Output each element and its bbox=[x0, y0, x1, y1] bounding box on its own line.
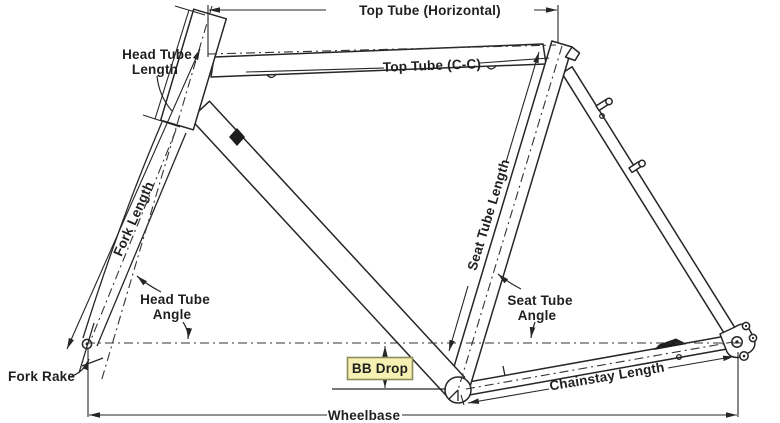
centerlines bbox=[78, 5, 744, 391]
seat-tube-centerline bbox=[457, 45, 563, 391]
seat-stay bbox=[561, 66, 739, 340]
wheelbase-label: Wheelbase bbox=[328, 408, 401, 423]
downtube-logo-icon bbox=[229, 128, 245, 146]
brake-boss-icon bbox=[628, 159, 646, 174]
rake-offset-line bbox=[78, 322, 95, 374]
head-tube-angle-label-line1: Head Tube bbox=[140, 292, 210, 307]
dimension-lines bbox=[66, 5, 739, 418]
fork-rake-label: Fork Rake bbox=[8, 369, 75, 384]
top-tube-cc-label: Top Tube (C-C) bbox=[383, 56, 482, 74]
chainstay-bolt-icon bbox=[675, 353, 683, 361]
brake-boss-icon bbox=[595, 97, 613, 119]
fork bbox=[81, 121, 187, 350]
bb-drop-label: BB Drop bbox=[352, 361, 408, 376]
chainstay-stop-icon bbox=[502, 365, 506, 377]
chainstay-centerline bbox=[465, 341, 734, 390]
chainstay-guide-icon bbox=[654, 338, 687, 350]
head-tube-length-label-line2: Length bbox=[132, 62, 178, 77]
rake-tick bbox=[81, 357, 104, 367]
top-tube-centerline bbox=[207, 44, 557, 55]
cable-stop-icon bbox=[266, 73, 277, 79]
steering-axis-line bbox=[100, 5, 213, 383]
seat-tube-angle-label-line2: Angle bbox=[518, 308, 557, 323]
seat-clamp-icon bbox=[564, 46, 581, 62]
cable-stop-icon bbox=[486, 65, 497, 70]
top-tube-horizontal-label: Top Tube (Horizontal) bbox=[359, 3, 501, 18]
down-tube bbox=[189, 100, 466, 396]
bottom-bracket bbox=[444, 376, 472, 404]
head-tube-length-label-line1: Head Tube bbox=[122, 47, 192, 62]
bb-drop-callout: BB Drop bbox=[346, 356, 414, 381]
seat-tube-angle-label-line1: Seat Tube bbox=[507, 293, 573, 308]
bb-drop-box bbox=[346, 356, 414, 381]
head-tube-angle-label-line2: Angle bbox=[153, 307, 192, 322]
fork-centerline bbox=[89, 129, 177, 343]
